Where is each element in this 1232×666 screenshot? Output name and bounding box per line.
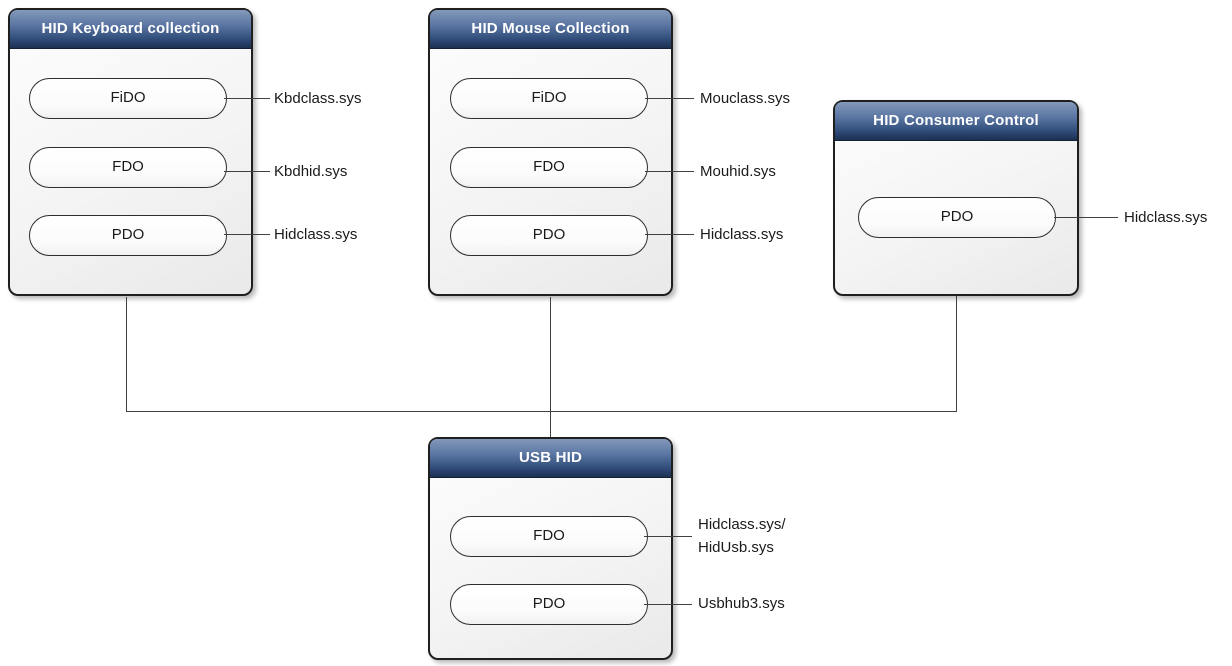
box-title-keyboard: HID Keyboard collection bbox=[10, 10, 251, 49]
driver-label-hidclass-consumer: Hidclass.sys bbox=[1124, 209, 1208, 226]
bus-line-consumer bbox=[956, 296, 957, 411]
bus-line-keyboard bbox=[126, 297, 127, 411]
connector-line bbox=[224, 98, 270, 99]
connector-line bbox=[645, 234, 694, 235]
node-pill-usb-fdo: FDO bbox=[450, 516, 648, 557]
node-pill-label: FDO bbox=[112, 158, 144, 175]
bus-line-mouse bbox=[550, 297, 551, 437]
bus-line-horizontal bbox=[126, 411, 957, 412]
box-title-mouse: HID Mouse Collection bbox=[430, 10, 671, 49]
node-pill-keyboard-fdo: FDO bbox=[29, 147, 227, 188]
driver-label-mouhid: Mouhid.sys bbox=[700, 163, 776, 180]
driver-label-hidclass-kbd: Hidclass.sys bbox=[274, 226, 358, 243]
connector-line bbox=[644, 536, 692, 537]
node-pill-label: FDO bbox=[533, 158, 565, 175]
node-pill-label: FiDO bbox=[531, 89, 567, 106]
driver-label-hidclass-mou: Hidclass.sys bbox=[700, 226, 784, 243]
connector-line bbox=[644, 604, 692, 605]
node-pill-mouse-pdo: PDO bbox=[450, 215, 648, 256]
driver-label-kbdhid: Kbdhid.sys bbox=[274, 163, 348, 180]
node-pill-keyboard-fido: FiDO bbox=[29, 78, 227, 119]
node-pill-mouse-fido: FiDO bbox=[450, 78, 648, 119]
node-pill-mouse-fdo: FDO bbox=[450, 147, 648, 188]
box-usb-hid: USB HID FDO PDO bbox=[428, 437, 673, 660]
connector-line bbox=[224, 234, 270, 235]
driver-label-mouclass: Mouclass.sys bbox=[700, 90, 791, 107]
connector-line bbox=[224, 171, 270, 172]
driver-label-usbhub3: Usbhub3.sys bbox=[698, 595, 785, 612]
node-pill-label: PDO bbox=[532, 226, 566, 243]
node-pill-label: FiDO bbox=[110, 89, 146, 106]
box-hid-keyboard-collection: HID Keyboard collection FiDO FDO PDO bbox=[8, 8, 253, 296]
driver-label-hidclass-hidusb: Hidclass.sys/ HidUsb.sys bbox=[698, 516, 786, 556]
box-hid-consumer-control: HID Consumer Control PDO bbox=[833, 100, 1079, 296]
box-title-consumer: HID Consumer Control bbox=[835, 102, 1077, 141]
node-pill-usb-pdo: PDO bbox=[450, 584, 648, 625]
node-pill-keyboard-pdo: PDO bbox=[29, 215, 227, 256]
box-hid-mouse-collection: HID Mouse Collection FiDO FDO PDO bbox=[428, 8, 673, 296]
connector-line bbox=[645, 98, 694, 99]
node-pill-consumer-pdo: PDO bbox=[858, 197, 1056, 238]
node-pill-label: PDO bbox=[111, 226, 145, 243]
node-pill-label: FDO bbox=[533, 527, 565, 544]
connector-line bbox=[645, 171, 694, 172]
node-pill-label: PDO bbox=[532, 595, 566, 612]
node-pill-label: PDO bbox=[940, 208, 974, 225]
box-title-usb: USB HID bbox=[430, 439, 671, 478]
driver-label-kbdclass: Kbdclass.sys bbox=[274, 90, 362, 107]
connector-line bbox=[1054, 217, 1118, 218]
